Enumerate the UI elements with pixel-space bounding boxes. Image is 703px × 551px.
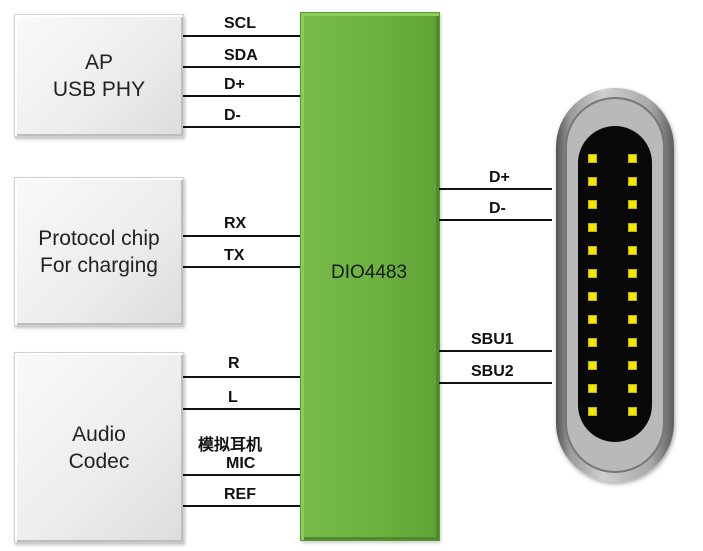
- usb-c-pin: [588, 177, 597, 186]
- rx-line: [183, 235, 300, 237]
- usb-c-pin: [628, 154, 637, 163]
- protocol-chip-block: Protocol chip For charging: [14, 177, 184, 326]
- protocol-chip-label: Protocol chip: [38, 226, 160, 250]
- codec-label: Codec: [68, 449, 130, 473]
- usb-c-pin: [628, 292, 637, 301]
- usb-c-pin: [628, 223, 637, 232]
- dplus-right-line: [439, 188, 552, 190]
- sbu1-line: [439, 350, 552, 352]
- dminus-left-line: [183, 126, 300, 128]
- usb-c-pin: [588, 407, 597, 416]
- usb-c-pin: [628, 384, 637, 393]
- usb-c-pin: [588, 384, 597, 393]
- usb-c-pin: [628, 177, 637, 186]
- dplus-left-label: D+: [224, 76, 245, 93]
- usb-c-pin: [588, 338, 597, 347]
- ap-usb-phy-block: AP USB PHY: [14, 14, 184, 137]
- sda-line: [183, 66, 300, 68]
- usb-c-receptacle: [578, 126, 652, 442]
- sbu1-label: SBU1: [471, 331, 514, 348]
- audio-codec-block: Audio Codec: [14, 352, 184, 543]
- tx-label: TX: [224, 247, 245, 264]
- sbu2-label: SBU2: [471, 363, 514, 380]
- dio4483-chip: [300, 12, 440, 541]
- usb-c-pin: [628, 361, 637, 370]
- dplus-left-line: [183, 95, 300, 97]
- scl-label: SCL: [224, 15, 256, 32]
- usb-c-pin: [588, 223, 597, 232]
- analog-headphone-label: 模拟耳机: [198, 437, 263, 454]
- dplus-right-label: D+: [489, 169, 510, 186]
- usb-c-pin: [628, 200, 637, 209]
- usb-c-pin: [588, 154, 597, 163]
- dminus-right-line: [439, 219, 552, 221]
- dminus-left-label: D-: [224, 107, 241, 124]
- r-label: R: [228, 355, 240, 372]
- usb-c-pin: [628, 269, 637, 278]
- dminus-right-label: D-: [489, 200, 506, 217]
- usb-c-pin: [588, 269, 597, 278]
- mic-label: MIC: [226, 455, 256, 472]
- scl-line: [183, 35, 300, 37]
- usb-c-pin: [628, 407, 637, 416]
- tx-line: [183, 266, 300, 268]
- sda-label: SDA: [224, 47, 258, 64]
- usb-c-pin: [588, 315, 597, 324]
- usb-c-pin: [588, 292, 597, 301]
- usb-c-pin: [628, 338, 637, 347]
- usb-c-pin: [588, 200, 597, 209]
- audio-label: Audio: [72, 422, 126, 446]
- rx-label: RX: [224, 215, 247, 232]
- usb-c-pin: [588, 246, 597, 255]
- r-line: [183, 376, 300, 378]
- dio4483-label: DIO4483: [330, 262, 408, 283]
- for-charging-label: For charging: [40, 253, 158, 277]
- usb-c-pin: [588, 361, 597, 370]
- usb-c-pin: [628, 315, 637, 324]
- l-line: [183, 408, 300, 410]
- usb-c-pin: [628, 246, 637, 255]
- usb-phy-label: USB PHY: [52, 77, 146, 101]
- ap-label: AP: [84, 50, 113, 74]
- ref-label: REF: [224, 486, 256, 503]
- mic-line: [183, 474, 300, 476]
- sbu2-line: [439, 382, 552, 384]
- ref-line: [183, 505, 300, 507]
- l-label: L: [228, 389, 238, 406]
